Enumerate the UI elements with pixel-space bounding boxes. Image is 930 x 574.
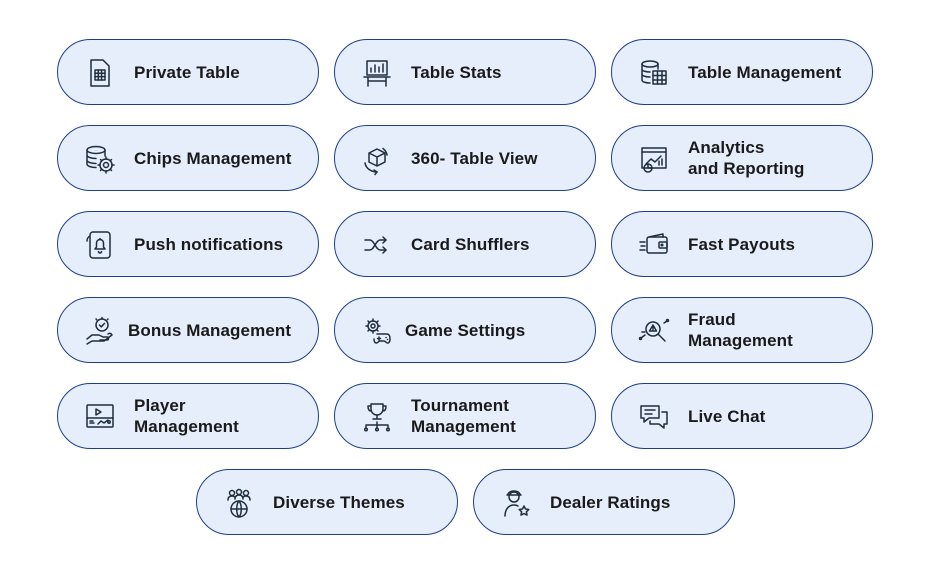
feature-label: Game Settings — [405, 320, 526, 340]
feature-label: Fast Payouts — [688, 234, 796, 254]
dealer-star-icon — [500, 487, 532, 519]
feature-analytics-reporting[interactable]: Analytics and Reporting — [611, 125, 873, 191]
cube-rotate-icon — [361, 143, 393, 176]
feature-label: Fraud Management — [688, 310, 793, 350]
feature-tournament-management[interactable]: Tournament Management — [334, 383, 596, 449]
wallet-icon — [638, 229, 670, 261]
feature-label: Table Management — [688, 62, 842, 82]
feature-360-table-view[interactable]: 360- Table View — [334, 125, 596, 191]
chips-management-icon — [84, 143, 116, 175]
feature-label: Tournament Management — [411, 396, 516, 436]
feature-label: Diverse Themes — [273, 492, 405, 512]
feature-diverse-themes[interactable]: Diverse Themes — [196, 469, 458, 535]
shuffle-icon — [361, 229, 393, 261]
chat-bubbles-icon — [638, 401, 670, 433]
analytics-icon — [638, 143, 670, 175]
feature-label: Player Management — [134, 396, 239, 436]
feature-label: Push notifications — [134, 234, 284, 254]
table-stats-icon — [361, 57, 393, 89]
feature-label: Dealer Ratings — [550, 492, 671, 512]
feature-player-management[interactable]: Player Management — [57, 383, 319, 449]
feature-label: Chips Management — [134, 148, 292, 168]
feature-fraud-management[interactable]: Fraud Management — [611, 297, 873, 363]
bonus-hand-icon — [84, 315, 116, 347]
player-monitor-icon — [84, 401, 116, 433]
feature-label: Card Shufflers — [411, 234, 530, 254]
feature-private-table[interactable]: Private Table — [57, 39, 319, 105]
feature-fast-payouts[interactable]: Fast Payouts — [611, 211, 873, 277]
feature-push-notifications[interactable]: Push notifications — [57, 211, 319, 277]
table-management-icon — [638, 57, 670, 89]
feature-table-management[interactable]: Table Management — [611, 39, 873, 105]
feature-label: 360- Table View — [411, 148, 538, 168]
feature-label: Bonus Management — [128, 320, 292, 340]
globe-people-icon — [223, 487, 255, 519]
fraud-alert-icon — [638, 315, 670, 347]
private-table-icon — [84, 57, 116, 89]
feature-table-stats[interactable]: Table Stats — [334, 39, 596, 105]
feature-label: Live Chat — [688, 406, 766, 426]
feature-game-settings[interactable]: Game Settings — [334, 297, 596, 363]
feature-bonus-management[interactable]: Bonus Management — [57, 297, 319, 363]
trophy-icon — [361, 401, 393, 433]
gamepad-gear-icon — [361, 315, 393, 347]
bell-phone-icon — [84, 229, 116, 261]
feature-label: Table Stats — [411, 62, 502, 82]
feature-card-shufflers[interactable]: Card Shufflers — [334, 211, 596, 277]
feature-dealer-ratings[interactable]: Dealer Ratings — [473, 469, 735, 535]
feature-label: Analytics and Reporting — [688, 138, 805, 178]
feature-label: Private Table — [134, 62, 240, 82]
feature-live-chat[interactable]: Live Chat — [611, 383, 873, 449]
feature-chips-management[interactable]: Chips Management — [57, 125, 319, 191]
